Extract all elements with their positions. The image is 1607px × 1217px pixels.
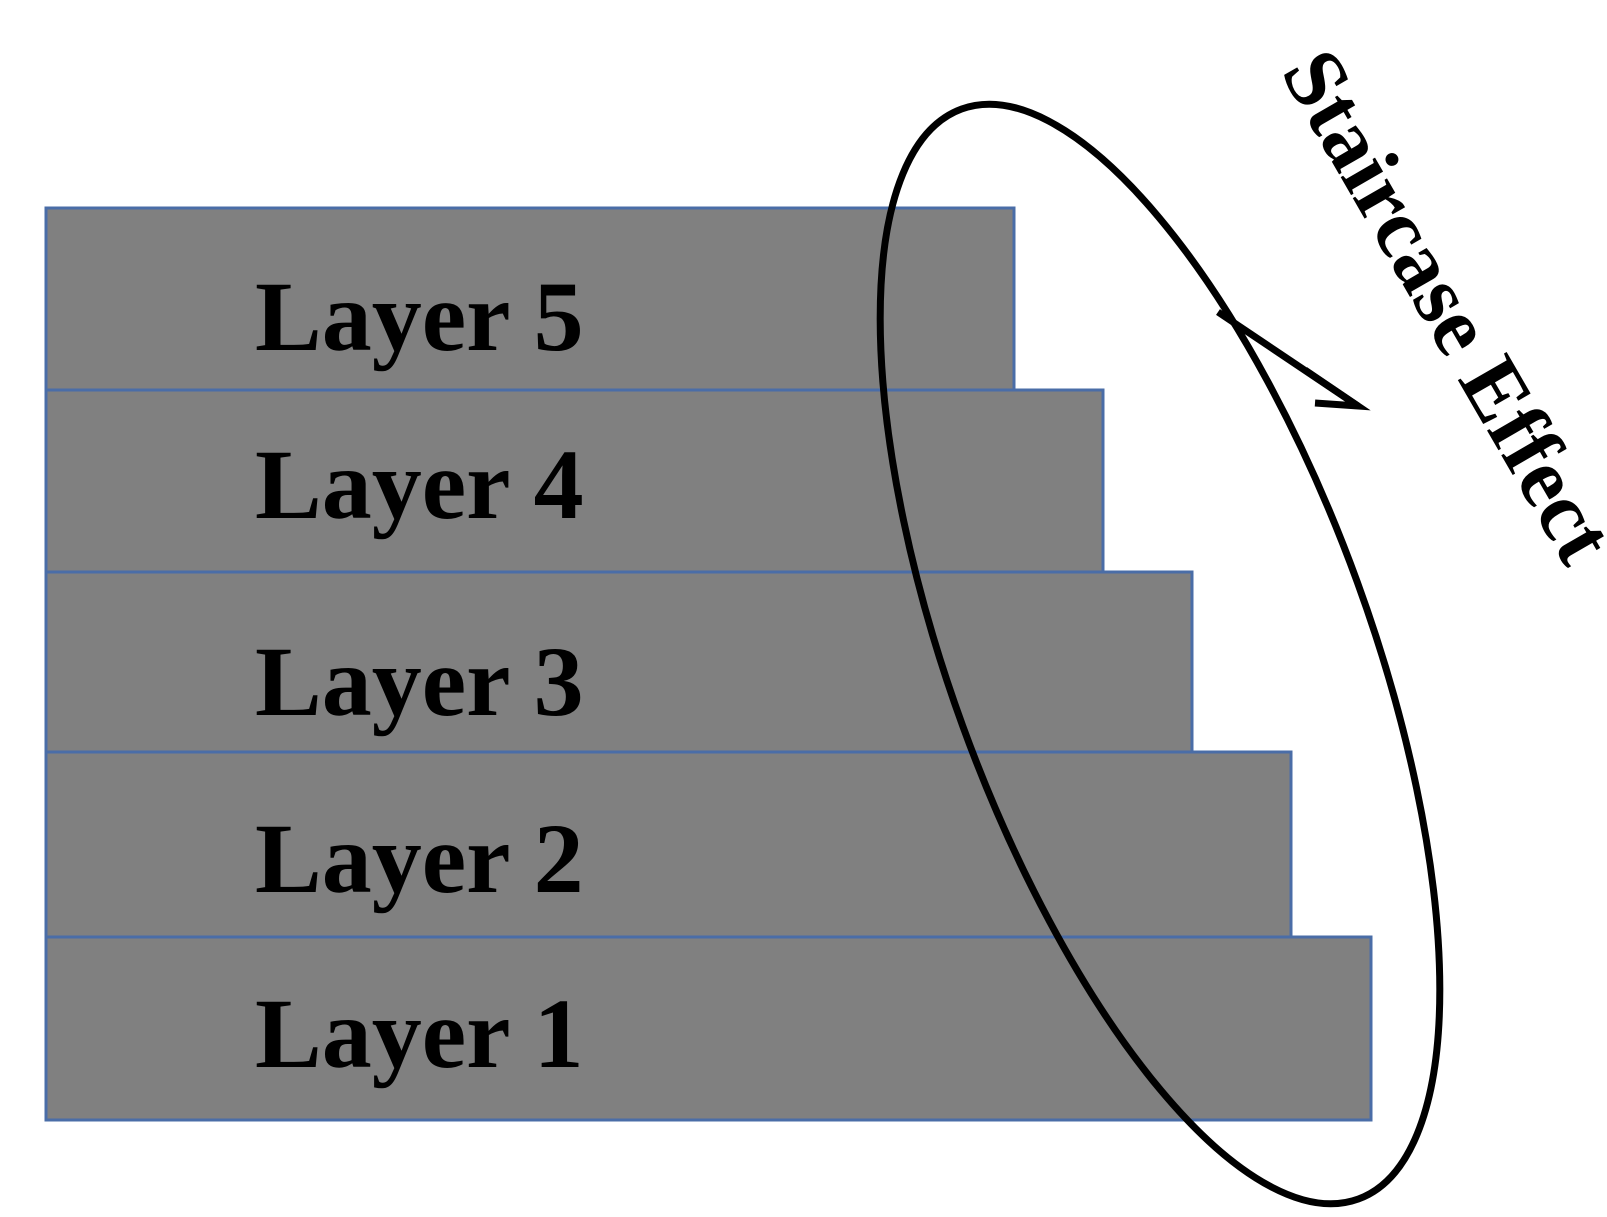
pointer-arrow-head	[1303, 367, 1371, 411]
staircase-highlight-ellipse	[876, 100, 1444, 1208]
staircase-effect-label: Staircase Effect	[1264, 34, 1607, 579]
pointer-arrow	[1216, 309, 1371, 411]
layer-5-block	[44, 206, 1016, 392]
layer-3-label: Layer 3	[255, 626, 584, 737]
layer-4-block	[44, 388, 1105, 574]
layer-1-block	[44, 935, 1373, 1122]
layer-2-label: Layer 2	[255, 803, 584, 914]
layer-5: Layer 5	[44, 206, 1016, 392]
layer-2-block	[44, 750, 1293, 939]
layer-1: Layer 1	[44, 935, 1373, 1122]
layer-1-label: Layer 1	[255, 978, 584, 1089]
layer-3-block	[44, 570, 1194, 754]
layer-4-label: Layer 4	[255, 429, 584, 540]
layer-3: Layer 3	[44, 570, 1194, 754]
layer-2: Layer 2	[44, 750, 1293, 939]
layer-4: Layer 4	[44, 388, 1105, 574]
layer-5-label: Layer 5	[255, 261, 584, 372]
